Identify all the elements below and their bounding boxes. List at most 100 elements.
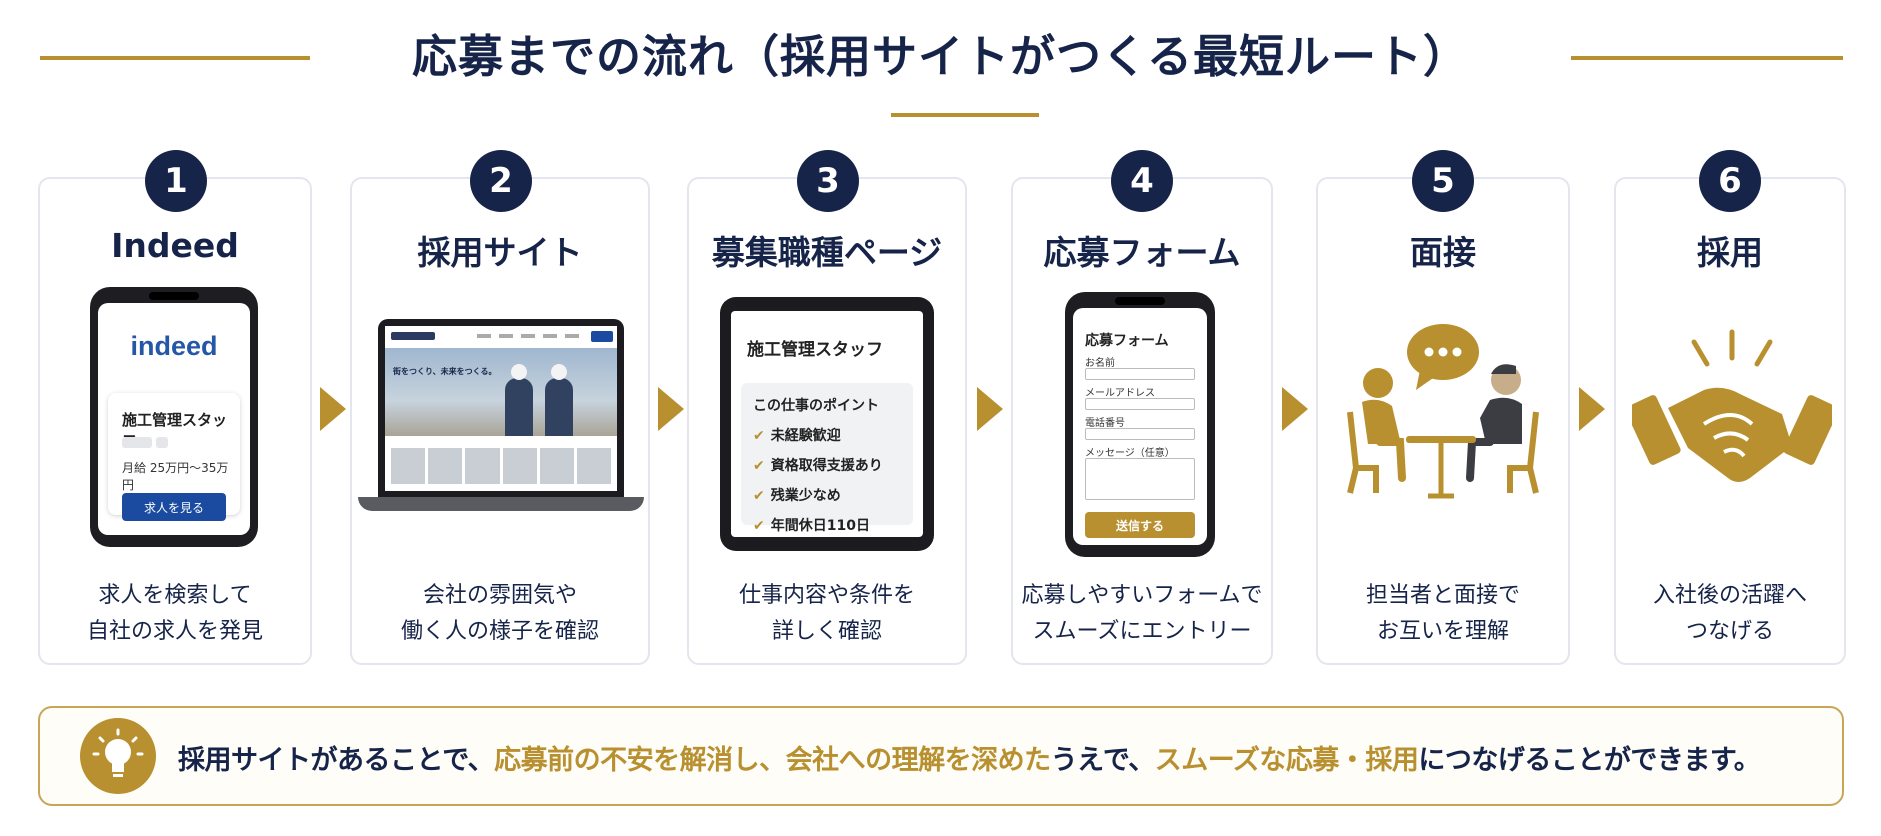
interview-icon (1347, 324, 1539, 499)
lightbulb-icon (80, 718, 156, 794)
message-field[interactable] (1085, 458, 1195, 500)
site-hero-text: 街をつくり、未来をつくる。 (393, 367, 497, 376)
name-field[interactable] (1085, 368, 1195, 380)
summary-text: 採用サイトがあることで、応募前の不安を解消し、会社への理解を深めたうえで、スムー… (178, 738, 1761, 777)
job-point: ✔年間休日110日 (753, 518, 870, 534)
step-desc-1: 求人を検索して 自社の求人を発見 (86, 583, 263, 644)
step-number-2: 2 (470, 150, 532, 212)
speech-bubble-icon (1407, 324, 1479, 390)
indeed-salary: 月給 25万円〜35万円 (122, 461, 229, 492)
email-field[interactable] (1085, 398, 1195, 410)
step-desc-2: 会社の雰囲気や 働く人の様子を確認 (400, 583, 599, 644)
staff-photo (428, 448, 463, 484)
step-title-2: 採用サイト (417, 233, 583, 272)
staff-photo (465, 448, 500, 484)
job-page-screen: 施工管理スタッフ この仕事のポイント ✔未経験歓迎 ✔資格取得支援あり ✔残業少… (731, 311, 923, 537)
job-tag (156, 437, 168, 448)
lightbulb-icon (92, 728, 144, 777)
indeed-logo: indeed (130, 331, 218, 361)
summary-highlight: 応募前の不安を解消し、会社への理解を深めた (494, 745, 1051, 776)
handshake-icon (1632, 329, 1832, 482)
nav-item (499, 334, 513, 338)
message-label: メッセージ（任意） (1085, 448, 1175, 459)
site-brand (391, 332, 435, 340)
candidate-figure (1347, 368, 1406, 494)
step-desc-3: 仕事内容や条件を 詳しく確認 (738, 583, 915, 644)
email-label: メールアドレス (1085, 388, 1155, 399)
step-desc-4: 応募しやすいフォームで スムーズにエントリー (1021, 583, 1263, 644)
worker-figure (505, 364, 533, 436)
site-entry-button (591, 331, 613, 342)
phone-notch (149, 292, 199, 300)
step-number-1: 1 (145, 150, 207, 212)
title-line-right (1571, 56, 1843, 60)
step-title-6: 採用 (1697, 233, 1763, 272)
job-points-box: この仕事のポイント ✔未経験歓迎 ✔資格取得支援あり ✔残業少なめ ✔年間休日1… (741, 383, 913, 534)
indeed-phone-illustration: indeed 施工管理スタッフ 月給 25万円〜35万円 求人を見る (90, 287, 258, 547)
step-desc-5: 担当者と面接で お互いを理解 (1365, 583, 1520, 644)
job-point: ✔資格取得支援あり (753, 458, 883, 474)
nav-item (521, 334, 535, 338)
job-points-heading: この仕事のポイント (753, 398, 879, 414)
helmet (551, 364, 567, 380)
submit-button[interactable]: 送信する (1085, 512, 1195, 538)
nav-item (543, 334, 557, 338)
phone-label: 電話番号 (1085, 418, 1125, 429)
summary-part: うえで、 (1050, 745, 1156, 776)
form-title: 応募フォーム (1085, 333, 1169, 349)
step-card-5 (1316, 177, 1570, 665)
helmet (511, 364, 527, 380)
laptop-base (358, 497, 644, 511)
site-thumbnails (391, 448, 612, 484)
nav-item (565, 334, 579, 338)
summary-part: につなげることができます。 (1418, 745, 1761, 776)
job-page-title: 施工管理スタッフ (747, 340, 883, 360)
site-photo (539, 448, 574, 484)
site-photo (502, 448, 537, 484)
summary-part: 採用サイトがあることで、 (178, 745, 495, 776)
title-line-left (40, 56, 310, 60)
arrow-right-icon (658, 387, 684, 431)
staff-photo (391, 448, 426, 484)
page-title: 応募までの流れ（採用サイトがつくる最短ルート） (411, 30, 1470, 83)
form-screen: 応募フォーム お名前 メールアドレス 電話番号 メッセージ（任意） 送信する (1073, 308, 1207, 545)
title-underline (891, 113, 1039, 117)
nav-item (477, 334, 491, 338)
site-photo (576, 448, 612, 484)
site-hero: 街をつくり、未来をつくる。 (385, 348, 617, 436)
step-title-5: 面接 (1410, 233, 1476, 272)
step-number-4: 4 (1111, 150, 1173, 212)
interviewer-figure (1466, 364, 1539, 494)
summary-highlight: スムーズな応募・採用 (1154, 745, 1419, 776)
check-icon: ✔ (753, 428, 765, 444)
check-icon: ✔ (753, 518, 765, 534)
step-title-4: 応募フォーム (1043, 233, 1241, 272)
worker-figure (545, 364, 573, 436)
step-desc-6: 入社後の活躍へ つなげる (1652, 583, 1807, 644)
arrow-right-icon (1282, 387, 1308, 431)
step-number-5: 5 (1412, 150, 1474, 212)
recruit-site-screen: 街をつくり、未来をつくる。 (385, 326, 617, 491)
step-title-3: 募集職種ページ (711, 233, 943, 272)
indeed-job-card: 施工管理スタッフ 月給 25万円〜35万円 求人を見る (108, 393, 240, 521)
step-title-1: Indeed (111, 226, 239, 265)
job-tag (122, 437, 152, 448)
site-nav (385, 326, 617, 349)
summary-banner (38, 706, 1844, 806)
laptop-illustration: 街をつくり、未来をつくる。 (378, 319, 624, 497)
check-icon: ✔ (753, 488, 765, 504)
arrow-right-icon (320, 387, 346, 431)
phone-screen: indeed 施工管理スタッフ 月給 25万円〜35万円 求人を見る (98, 303, 250, 535)
step-number-3: 3 (797, 150, 859, 212)
step-number-6: 6 (1699, 150, 1761, 212)
arrow-right-icon (1579, 387, 1605, 431)
phone-field[interactable] (1085, 428, 1195, 440)
view-job-button[interactable]: 求人を見る (122, 493, 226, 521)
phone-notch (1115, 297, 1165, 305)
arrow-right-icon (977, 387, 1003, 431)
name-label: お名前 (1085, 358, 1115, 369)
job-point: ✔未経験歓迎 (753, 428, 841, 444)
table-icon (1406, 436, 1476, 499)
check-icon: ✔ (753, 458, 765, 474)
form-phone-illustration: 応募フォーム お名前 メールアドレス 電話番号 メッセージ（任意） 送信する (1065, 292, 1215, 557)
